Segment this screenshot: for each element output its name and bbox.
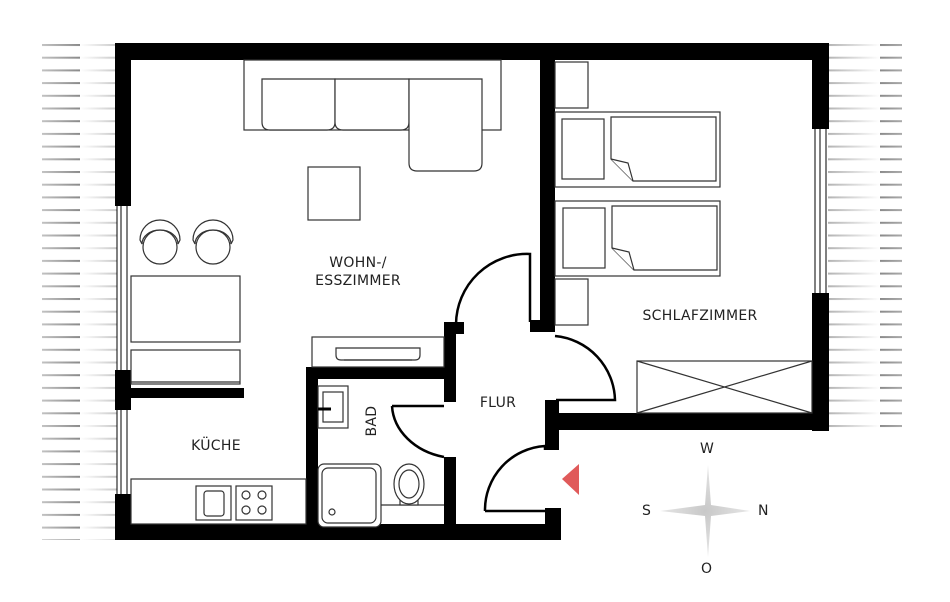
room-label-wohnzimmer-line2: ESSZIMMER (315, 273, 401, 290)
terrace-hatching-left (42, 43, 117, 540)
bedroom-furniture (554, 61, 813, 414)
walls (115, 43, 829, 540)
room-label-wohnzimmer-line1: WOHN-/ (329, 255, 387, 271)
coffee-table (307, 166, 361, 221)
sofa (243, 59, 502, 172)
room-label-kueche: KÜCHE (191, 438, 241, 454)
room-label-bad: BAD (363, 405, 380, 437)
terrace-hatching-right (828, 43, 902, 431)
dining-table (130, 275, 241, 385)
compass-label-south: S (642, 503, 651, 519)
room-label-flur: FLUR (479, 395, 517, 411)
sideboard (311, 336, 445, 368)
dining-chairs (139, 219, 234, 265)
compass-label-west: W (700, 441, 714, 457)
bathroom-fixtures (317, 385, 444, 528)
compass-label-east: O (701, 561, 713, 577)
room-label-wohnzimmer: WOHN-/ ESSZIMMER (293, 254, 423, 290)
kitchen-counter (130, 478, 307, 525)
compass-rose-icon (660, 465, 750, 557)
compass-label-north: N (758, 503, 769, 519)
doors (390, 252, 617, 513)
windows (116, 129, 827, 494)
entrance-marker (562, 464, 579, 495)
room-label-schlafzimmer: SCHLAFZIMMER (642, 308, 758, 324)
